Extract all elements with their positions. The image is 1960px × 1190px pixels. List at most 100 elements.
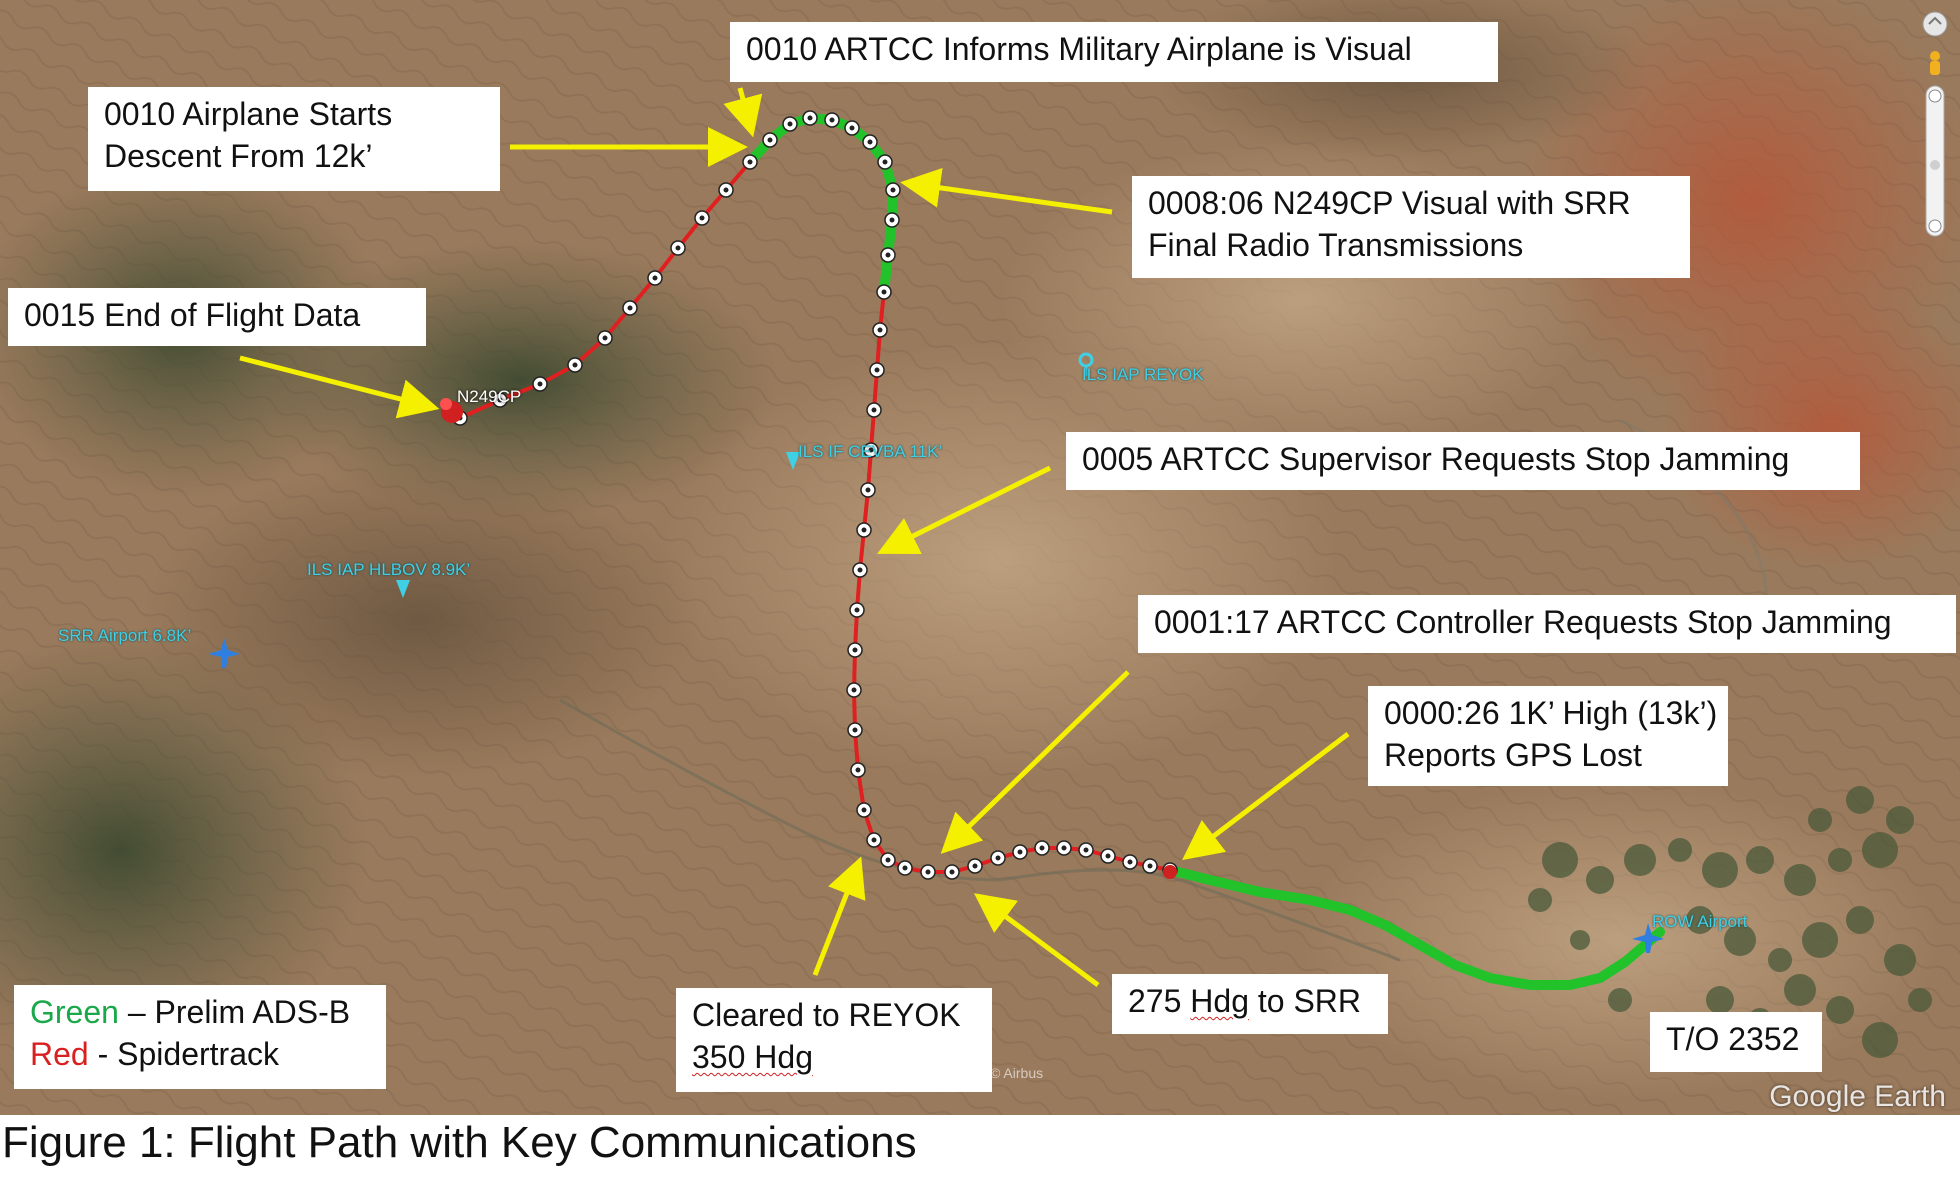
farm-circle xyxy=(1802,922,1838,958)
arrow-cleared-reyok xyxy=(812,856,866,976)
farm-circle xyxy=(1884,944,1916,976)
farm-circle xyxy=(1846,906,1874,934)
callout-arrows xyxy=(239,87,1350,988)
track-point-center xyxy=(849,125,855,131)
red-rock-region xyxy=(1660,290,1960,570)
track-point-center xyxy=(995,855,1001,861)
track-point-center xyxy=(865,487,871,493)
callout-end-of-data: 0015 End of Flight Data xyxy=(8,288,426,346)
farm-circle xyxy=(1668,838,1692,862)
track-point-center xyxy=(675,245,681,251)
track-point-center xyxy=(1105,853,1111,859)
waypoint-pin-cevba[interactable] xyxy=(786,452,800,470)
airplane-icon[interactable] xyxy=(208,638,240,668)
aircraft-label: N249CP xyxy=(457,387,522,406)
map-view[interactable]: ILS IAP REYOK ILS IF CEVBA 11K’ ILS IAP … xyxy=(0,0,1960,1115)
farm-circle xyxy=(1784,974,1816,1006)
farm-circle xyxy=(1528,888,1552,912)
callout-supervisor-stop: 0005 ARTCC Supervisor Requests Stop Jamm… xyxy=(1066,432,1860,490)
end-of-flight-marker xyxy=(440,398,463,423)
farm-circle xyxy=(1862,832,1898,868)
track-point-center xyxy=(867,139,873,145)
arrow-hdg-275 xyxy=(973,893,1100,988)
farm-circle xyxy=(1826,996,1854,1024)
zoom-handle xyxy=(1930,160,1940,170)
track-point-center xyxy=(1127,859,1133,865)
track-point-center xyxy=(1083,847,1089,853)
farm-circle xyxy=(1784,864,1816,896)
track-point-center xyxy=(949,869,955,875)
track-point-center xyxy=(857,567,863,573)
farm-circle xyxy=(1586,866,1614,894)
zoom-control[interactable] xyxy=(1910,10,1960,240)
track-point-center xyxy=(723,187,729,193)
farm-circle xyxy=(1706,986,1734,1014)
adsb-path xyxy=(1165,865,1665,990)
farm-circle xyxy=(1624,844,1656,876)
track-point-center xyxy=(868,447,874,453)
callout-cleared-reyok: Cleared to REYOK 350 Hdg xyxy=(676,988,992,1092)
arrow-gps-lost xyxy=(1182,732,1350,861)
track-point-center xyxy=(889,217,895,223)
farm-circle xyxy=(1570,930,1590,950)
gps-lost-marker xyxy=(1163,865,1177,879)
farm-circle xyxy=(1746,846,1774,874)
zoom-in-icon xyxy=(1928,89,1942,103)
farm-circle xyxy=(1724,924,1756,956)
arrow-supervisor-stop xyxy=(877,465,1052,555)
track-point-center xyxy=(699,215,705,221)
arrow-controller-stop xyxy=(940,670,1130,854)
track-point-center xyxy=(871,407,877,413)
farm-circle xyxy=(1828,848,1852,872)
callout-hdg-275: 275 Hdg to SRR xyxy=(1112,974,1388,1034)
farm-circle xyxy=(1886,806,1914,834)
pegman-icon xyxy=(1930,51,1940,75)
farm-circles xyxy=(1528,786,1932,1058)
waypoint-pin-hlbov[interactable] xyxy=(396,580,410,598)
zoom-out-icon xyxy=(1928,219,1942,233)
track-point-center xyxy=(767,137,773,143)
track-point-center xyxy=(861,807,867,813)
track-point-center xyxy=(871,837,877,843)
track-point-center xyxy=(861,527,867,533)
farm-circle xyxy=(1846,786,1874,814)
farm-circle xyxy=(1542,842,1578,878)
arrow-visual-military xyxy=(723,87,763,138)
track-point-center xyxy=(1017,849,1023,855)
farm-circle xyxy=(1768,948,1792,972)
figure-caption: Figure 1: Flight Path with Key Communica… xyxy=(2,1118,917,1167)
waypoint-pin-reyok[interactable] xyxy=(1078,352,1094,376)
track-point-center xyxy=(902,865,908,871)
compass-icon xyxy=(1922,11,1948,37)
river xyxy=(559,698,1401,962)
callout-n249cp-visual: 0008:06 N249CP Visual with SRR Final Rad… xyxy=(1132,176,1690,278)
track-point-center xyxy=(537,381,543,387)
track-point-center xyxy=(1039,845,1045,851)
track-point-center xyxy=(890,187,896,193)
track-point-center xyxy=(787,121,793,127)
track-point-center xyxy=(652,275,658,281)
track-point-center xyxy=(1061,845,1067,851)
track-point-center xyxy=(627,305,633,311)
legend-item-green: Green – Prelim ADS-B xyxy=(30,994,351,1030)
farm-circle xyxy=(1686,906,1714,934)
farm-circle xyxy=(1862,1022,1898,1058)
track-point-center xyxy=(852,727,858,733)
legend-item-red: Red - Spidertrack xyxy=(30,1036,279,1072)
callout-visual-military: 0010 ARTCC Informs Military Airplane is … xyxy=(730,22,1498,82)
track-point-center xyxy=(972,863,978,869)
arrow-end-of-data xyxy=(239,355,440,419)
waypoint-label-hlbov: ILS IAP HLBOV 8.9K’ xyxy=(307,560,471,579)
imagery-credit: © Airbus xyxy=(990,1065,1044,1081)
airplane-icon[interactable] xyxy=(1632,923,1664,953)
google-earth-watermark: Google Earth xyxy=(1769,1080,1946,1113)
track-point-center xyxy=(572,362,578,368)
track-point-center xyxy=(874,367,880,373)
track-point-center xyxy=(925,869,931,875)
track-point-center xyxy=(854,607,860,613)
farm-circle xyxy=(1608,988,1632,1012)
map-legend: Green – Prelim ADS-B Red - Spidertrack xyxy=(14,985,386,1089)
track-point-center xyxy=(882,159,888,165)
farm-circle xyxy=(1702,852,1738,888)
waypoint-label-srr-airport: SRR Airport 6.8K’ xyxy=(58,626,192,645)
